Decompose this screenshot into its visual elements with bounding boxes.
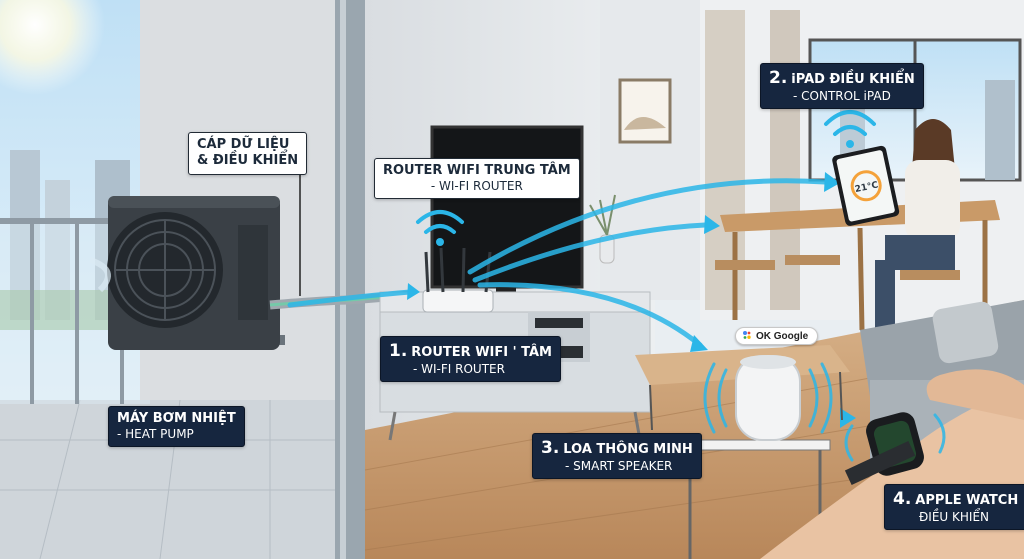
watch-label: 4.APPLE WATCH ĐIỀU KHIỂN: [884, 484, 1024, 531]
ipad-number: 2.: [769, 68, 788, 88]
router-step-line2: - WI-FI ROUTER: [413, 362, 505, 377]
heat-pump-line1: MÁY BƠM NHIỆT: [117, 411, 236, 426]
ok-google-text: OK Google: [756, 331, 809, 342]
heat-pump-label: MÁY BƠM NHIỆT - HEAT PUMP: [108, 406, 245, 448]
router-step-label: 1.ROUTER WIFI ' TÂM - WI-FI ROUTER: [380, 336, 561, 383]
data-cable-line2: & ĐIỀU KHIỂN: [197, 153, 299, 169]
google-assistant-icon: [743, 331, 751, 339]
ipad-label: 2.iPAD ĐIỀU KHIỂN - CONTROL iPAD: [760, 63, 924, 110]
router-center-line2: - WI-FI ROUTER: [430, 179, 523, 194]
speaker-label: 3.LOA THÔNG MINH - SMART SPEAKER: [532, 433, 702, 480]
data-cable-label: CÁP DỮ LIỆU & ĐIỀU KHIỂN: [188, 132, 308, 175]
speaker-line2: - SMART SPEAKER: [565, 459, 673, 474]
speaker-number: 3.: [541, 438, 560, 458]
ipad-line1: iPAD ĐIỀU KHIỂN: [791, 72, 915, 87]
router-center-label: ROUTER WIFI TRUNG TÂM - WI-FI ROUTER: [374, 158, 580, 200]
speaker-line1: LOA THÔNG MINH: [563, 442, 693, 457]
data-cable-line1: CÁP DỮ LIỆU: [197, 137, 290, 152]
router-step-number: 1.: [389, 341, 408, 361]
router-center-line1: ROUTER WIFI TRUNG TÂM: [383, 163, 571, 178]
watch-line1: APPLE WATCH: [915, 493, 1019, 508]
heat-pump-line2: - HEAT PUMP: [117, 427, 194, 442]
ipad-line2: - CONTROL iPAD: [793, 89, 891, 104]
watch-line2: ĐIỀU KHIỂN: [919, 510, 990, 525]
router-step-line1: ROUTER WIFI ' TÂM: [411, 345, 552, 360]
watch-number: 4.: [893, 489, 912, 509]
ipad-temperature: 21°C: [854, 180, 880, 195]
ok-google-bubble: OK Google: [735, 327, 819, 345]
